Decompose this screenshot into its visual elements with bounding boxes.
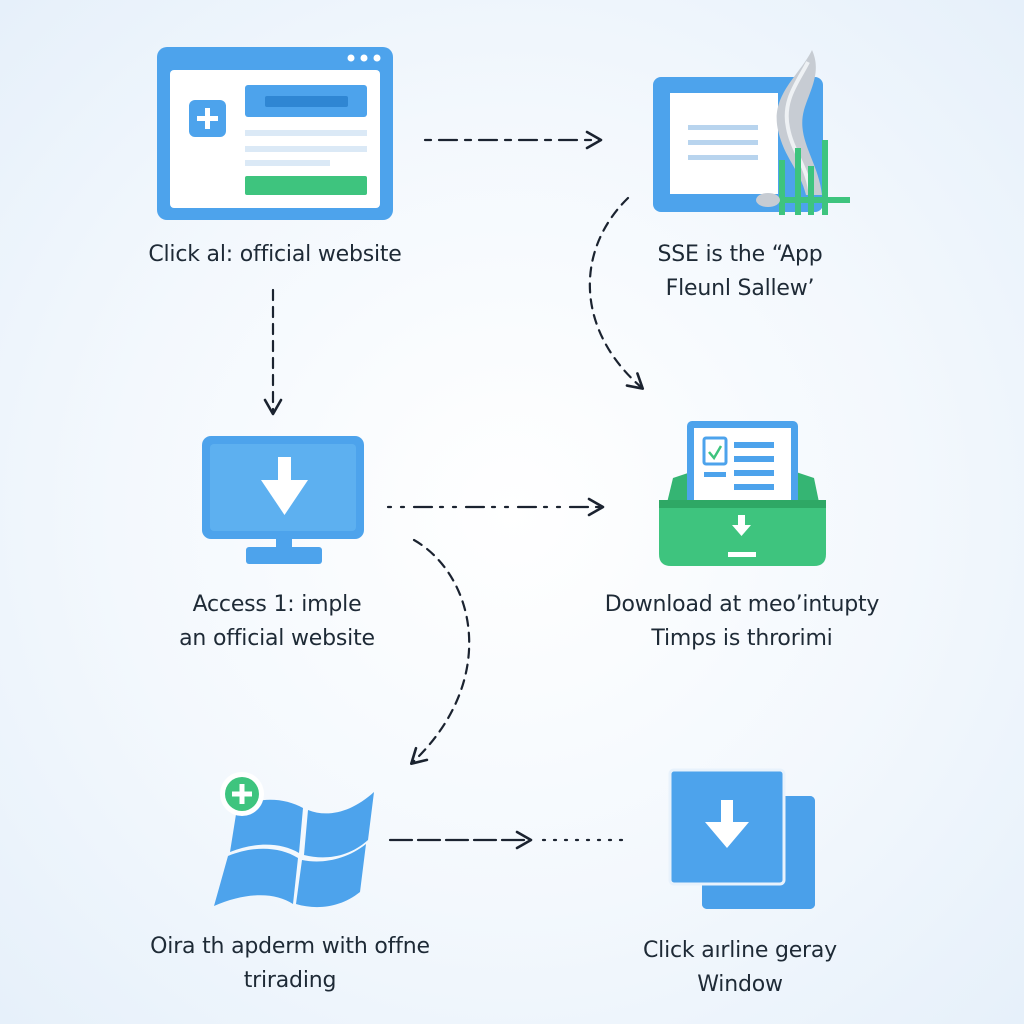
caption-line: Window — [697, 972, 783, 997]
caption-line: trirading — [243, 968, 337, 993]
caption-line: Access 1: imple — [192, 592, 362, 617]
arrows — [263, 130, 645, 850]
arrow-3-to-5 — [409, 538, 471, 765]
step-1-caption: Click al: official website — [100, 238, 450, 272]
caption-line: Fleunl Sallew’ — [665, 276, 815, 301]
monitor-download-icon — [202, 436, 364, 564]
caption-line: Oira th apderm with offne — [150, 934, 430, 959]
step-4-caption: Download at meo’intupty Timps is throrim… — [567, 588, 917, 656]
windows-logo-icon — [214, 772, 374, 908]
caption-line: Download at meo’intupty — [604, 592, 880, 617]
browser-window-icon — [157, 47, 393, 220]
document-chart-icon — [653, 50, 850, 215]
arrow-2-to-4 — [588, 196, 645, 390]
caption-line: Timps is throrimi — [651, 626, 833, 651]
step-6-caption: Click aırline geray Window — [590, 934, 890, 1002]
step-2-caption: SSE is the “App Fleunl Sallew’ — [590, 238, 890, 306]
step-5-caption: Oira th apderm with offne trirading — [110, 930, 470, 998]
caption-line: Click aırline geray — [643, 938, 837, 963]
tray-download-icon — [659, 421, 826, 566]
stacked-download-icon — [668, 768, 815, 909]
caption-line: Click al: official website — [148, 242, 402, 267]
caption-line: SSE is the “App — [657, 242, 823, 267]
caption-line: an official website — [179, 626, 375, 651]
step-3-caption: Access 1: imple an official website — [127, 588, 427, 656]
